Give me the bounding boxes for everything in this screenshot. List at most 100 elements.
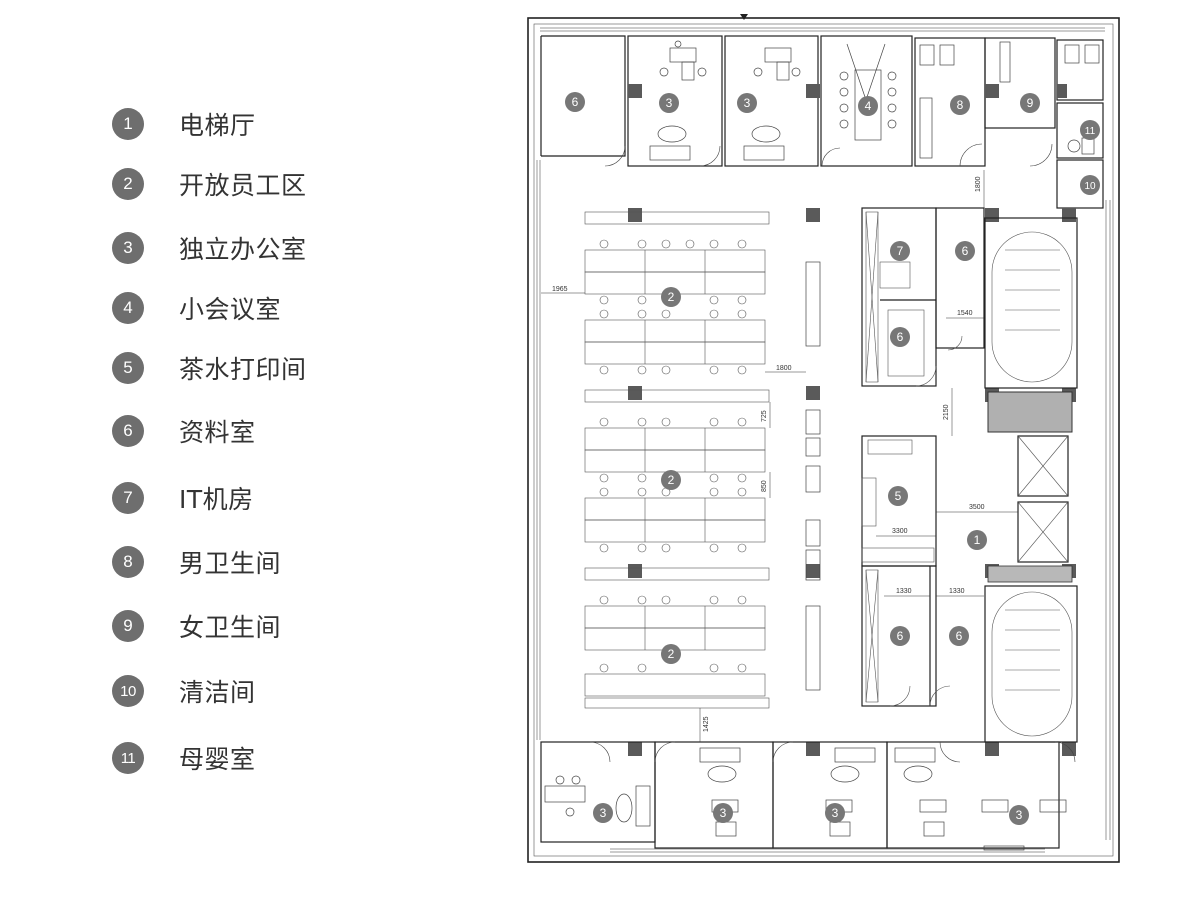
legend-number: 10	[112, 675, 144, 707]
dimension-label: 725	[761, 410, 768, 422]
room-marker	[888, 486, 908, 506]
legend-label: 女卫生间	[179, 613, 282, 642]
legend-number: 3	[112, 232, 144, 264]
north-marker-icon	[740, 14, 748, 20]
workstation-rows	[584, 211, 770, 709]
room-marker	[1080, 120, 1100, 140]
room-marker-label: 2	[668, 473, 675, 487]
floor-plan: 1965 1800 1800 1540 2150 3500 3300 1330 …	[527, 14, 1120, 863]
window-band-right	[1105, 200, 1111, 840]
room-marker	[890, 241, 910, 261]
legend-number: 8	[112, 546, 144, 578]
room-marker	[1009, 805, 1029, 825]
legend-number: 9	[112, 610, 144, 642]
window-band-bottom	[610, 848, 1045, 853]
room-marker-label: 6	[962, 244, 969, 258]
room-marker-label: 3	[832, 806, 839, 820]
dimension-label: 2150	[943, 404, 950, 420]
legend-number: 5	[112, 352, 144, 384]
room-marker-label: 10	[1084, 181, 1096, 192]
room-marker	[890, 626, 910, 646]
room-marker	[858, 96, 878, 116]
room-marker-label: 3	[720, 806, 727, 820]
building-inner-outline	[533, 23, 1114, 857]
room-marker	[1020, 93, 1040, 113]
window-band-left	[536, 160, 541, 740]
room-marker	[825, 803, 845, 823]
office-furniture-bottom	[544, 747, 1067, 851]
legend-label: 茶水打印间	[179, 355, 307, 384]
room-marker	[661, 287, 681, 307]
dimension-label: 1965	[552, 286, 568, 293]
room-marker-label: 3	[1016, 808, 1023, 822]
room-marker	[713, 803, 733, 823]
legend-label: 小会议室	[179, 295, 282, 324]
dimension-label: 1540	[957, 310, 973, 317]
structural-columns	[628, 84, 1076, 756]
dimension-lines	[541, 170, 1018, 742]
legend-number: 6	[112, 415, 144, 447]
legend-item: 6 资料室	[112, 413, 256, 449]
room-marker-label: 6	[897, 330, 904, 344]
room-marker-label: 2	[668, 647, 675, 661]
dimension-label: 1800	[975, 176, 982, 192]
legend-number: 2	[112, 168, 144, 200]
dimension-label: 1800	[776, 365, 792, 372]
legend-label: 母婴室	[179, 745, 256, 774]
room-marker	[737, 93, 757, 113]
dimension-label: 1425	[703, 716, 710, 732]
service-shaft	[987, 391, 1073, 433]
room-marker-label: 3	[744, 96, 751, 110]
dimension-label: 1330	[896, 588, 912, 595]
legend-label: 资料室	[179, 418, 256, 447]
legend-label: 独立办公室	[179, 235, 307, 264]
legend-item: 2 开放员工区	[112, 166, 307, 202]
dimension-label: 3500	[969, 504, 985, 511]
legend-item: 3 独立办公室	[112, 230, 307, 266]
room-marker	[949, 626, 969, 646]
legend-item: 10 清洁间	[112, 673, 256, 709]
room-marker	[661, 644, 681, 664]
legend-label: 清洁间	[179, 678, 256, 707]
room-marker-label: 11	[1085, 126, 1096, 137]
legend-label: 电梯厅	[179, 111, 256, 140]
legend-number: 7	[112, 482, 144, 514]
legend-number: 4	[112, 292, 144, 324]
dimension-label: 850	[761, 480, 768, 492]
core-details	[861, 211, 1073, 737]
room-marker	[661, 470, 681, 490]
window-band-top	[540, 27, 1105, 32]
room-marker	[565, 92, 585, 112]
legend-label: 开放员工区	[179, 171, 307, 200]
legend-label: 男卫生间	[179, 549, 282, 578]
room-marker	[659, 93, 679, 113]
room-marker-label: 8	[957, 98, 964, 112]
room-marker-label: 1	[974, 533, 981, 547]
top-room-walls	[540, 35, 1104, 209]
core-walls	[861, 207, 1078, 743]
room-marker-label: 6	[572, 95, 579, 109]
office-furniture-top	[649, 40, 1100, 161]
bottom-room-doors	[589, 741, 1076, 763]
dimension-label: 3300	[892, 528, 908, 535]
legend-number: 11	[112, 742, 144, 774]
legend-item: 11 母婴室	[112, 740, 256, 776]
room-marker-label: 9	[1027, 96, 1034, 110]
room-marker	[593, 803, 613, 823]
building-outline	[527, 17, 1120, 863]
room-marker-label: 6	[956, 629, 963, 643]
legend-item: 4 小会议室	[112, 290, 281, 326]
room-marker-label: 6	[897, 629, 904, 643]
center-cabinets	[805, 261, 821, 691]
room-marker	[950, 95, 970, 115]
room-marker-label: 5	[895, 489, 902, 503]
legend-item: 8 男卫生间	[112, 544, 281, 580]
workstation-chairs	[599, 239, 747, 673]
room-marker-label: 7	[897, 244, 904, 258]
room-marker-label: 3	[600, 806, 607, 820]
room-marker	[1080, 175, 1100, 195]
service-shaft-lower	[987, 565, 1073, 583]
room-marker	[967, 530, 987, 550]
